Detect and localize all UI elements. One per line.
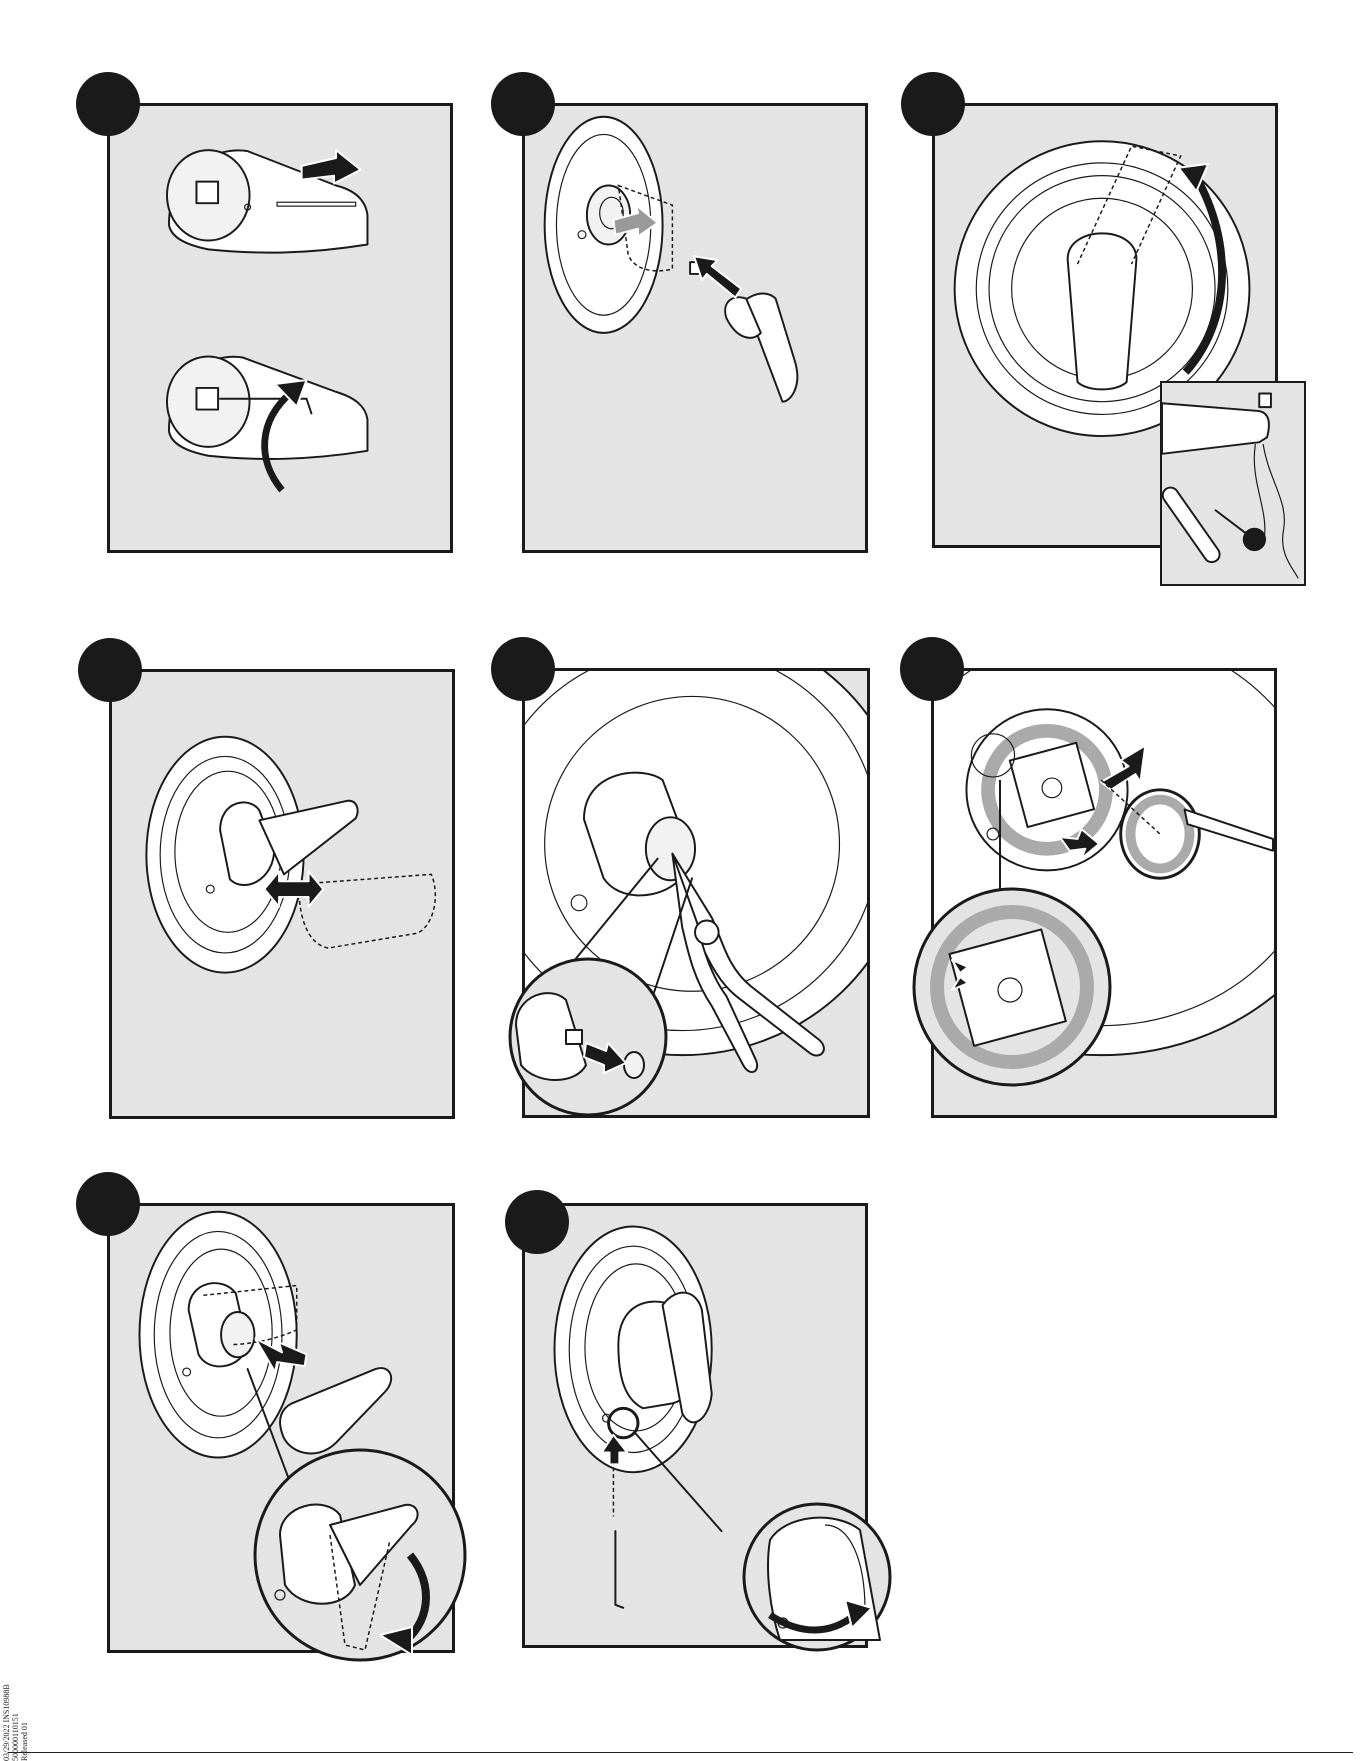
step-3-marker [901,72,965,136]
bottom-rule [8,1752,1353,1753]
step-1-marker [76,72,140,136]
step-1-panel [107,103,453,553]
hex-key-icon [615,1531,623,1608]
step-8-detail-zoom [740,1500,895,1655]
step-6-detail-zoom [910,885,1115,1090]
thermometer-icon [1162,485,1266,566]
step-6-marker [900,637,964,701]
step-5-marker [491,637,555,701]
step-5-detail-zoom [506,955,671,1120]
step-8-marker [505,1190,569,1254]
step-7-marker [76,1172,140,1236]
document-code-line: 03/29/2022 INS10988B 500000110151 [2,1684,20,1761]
grease-ring-icon [1121,790,1200,878]
step-7-detail-zoom [250,1445,470,1665]
inset-illustration [1162,383,1304,584]
push-arrow-icon [302,150,361,183]
release-line: Released 01 [20,1722,29,1761]
document-code-note: 03/29/2022 INS10988B 500000110151 Releas… [2,1640,29,1761]
step-4-marker [78,638,142,702]
step-4-illustration [112,672,452,1116]
push-handle-arrow-icon [694,256,741,297]
step-2-marker [491,72,555,136]
step-2-panel [522,103,868,553]
step-6-zoom-leader [990,780,1010,890]
step-4-panel [109,669,455,1119]
step-2-illustration [525,106,865,550]
temperature-check-inset [1160,381,1306,586]
step-1-illustration [110,106,450,550]
